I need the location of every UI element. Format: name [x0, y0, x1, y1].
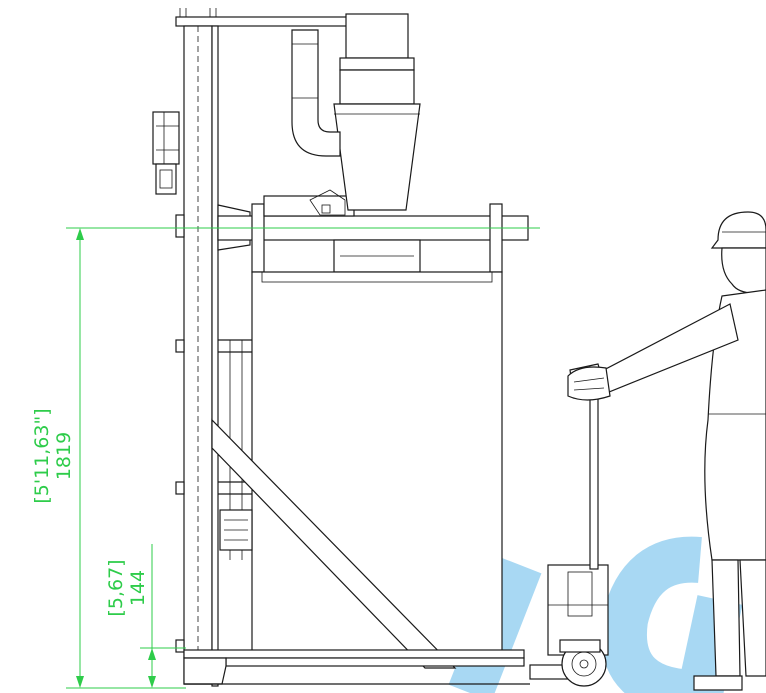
arrow-down-total [76, 676, 84, 688]
operator-figure [567, 211, 766, 691]
base-height-imperial: [5,67] [105, 559, 127, 616]
arrow-up-base [148, 648, 156, 660]
arrow-up-total [76, 228, 84, 240]
base-height-metric: 144 [127, 570, 149, 606]
total-height-imperial: [5'11,63"] [31, 408, 53, 503]
dimension-lines [66, 227, 540, 689]
arrow-down-base [148, 676, 156, 688]
machine-frame [152, 8, 530, 687]
pallet-jack [529, 363, 609, 687]
total-height-metric: 1819 [53, 432, 75, 480]
